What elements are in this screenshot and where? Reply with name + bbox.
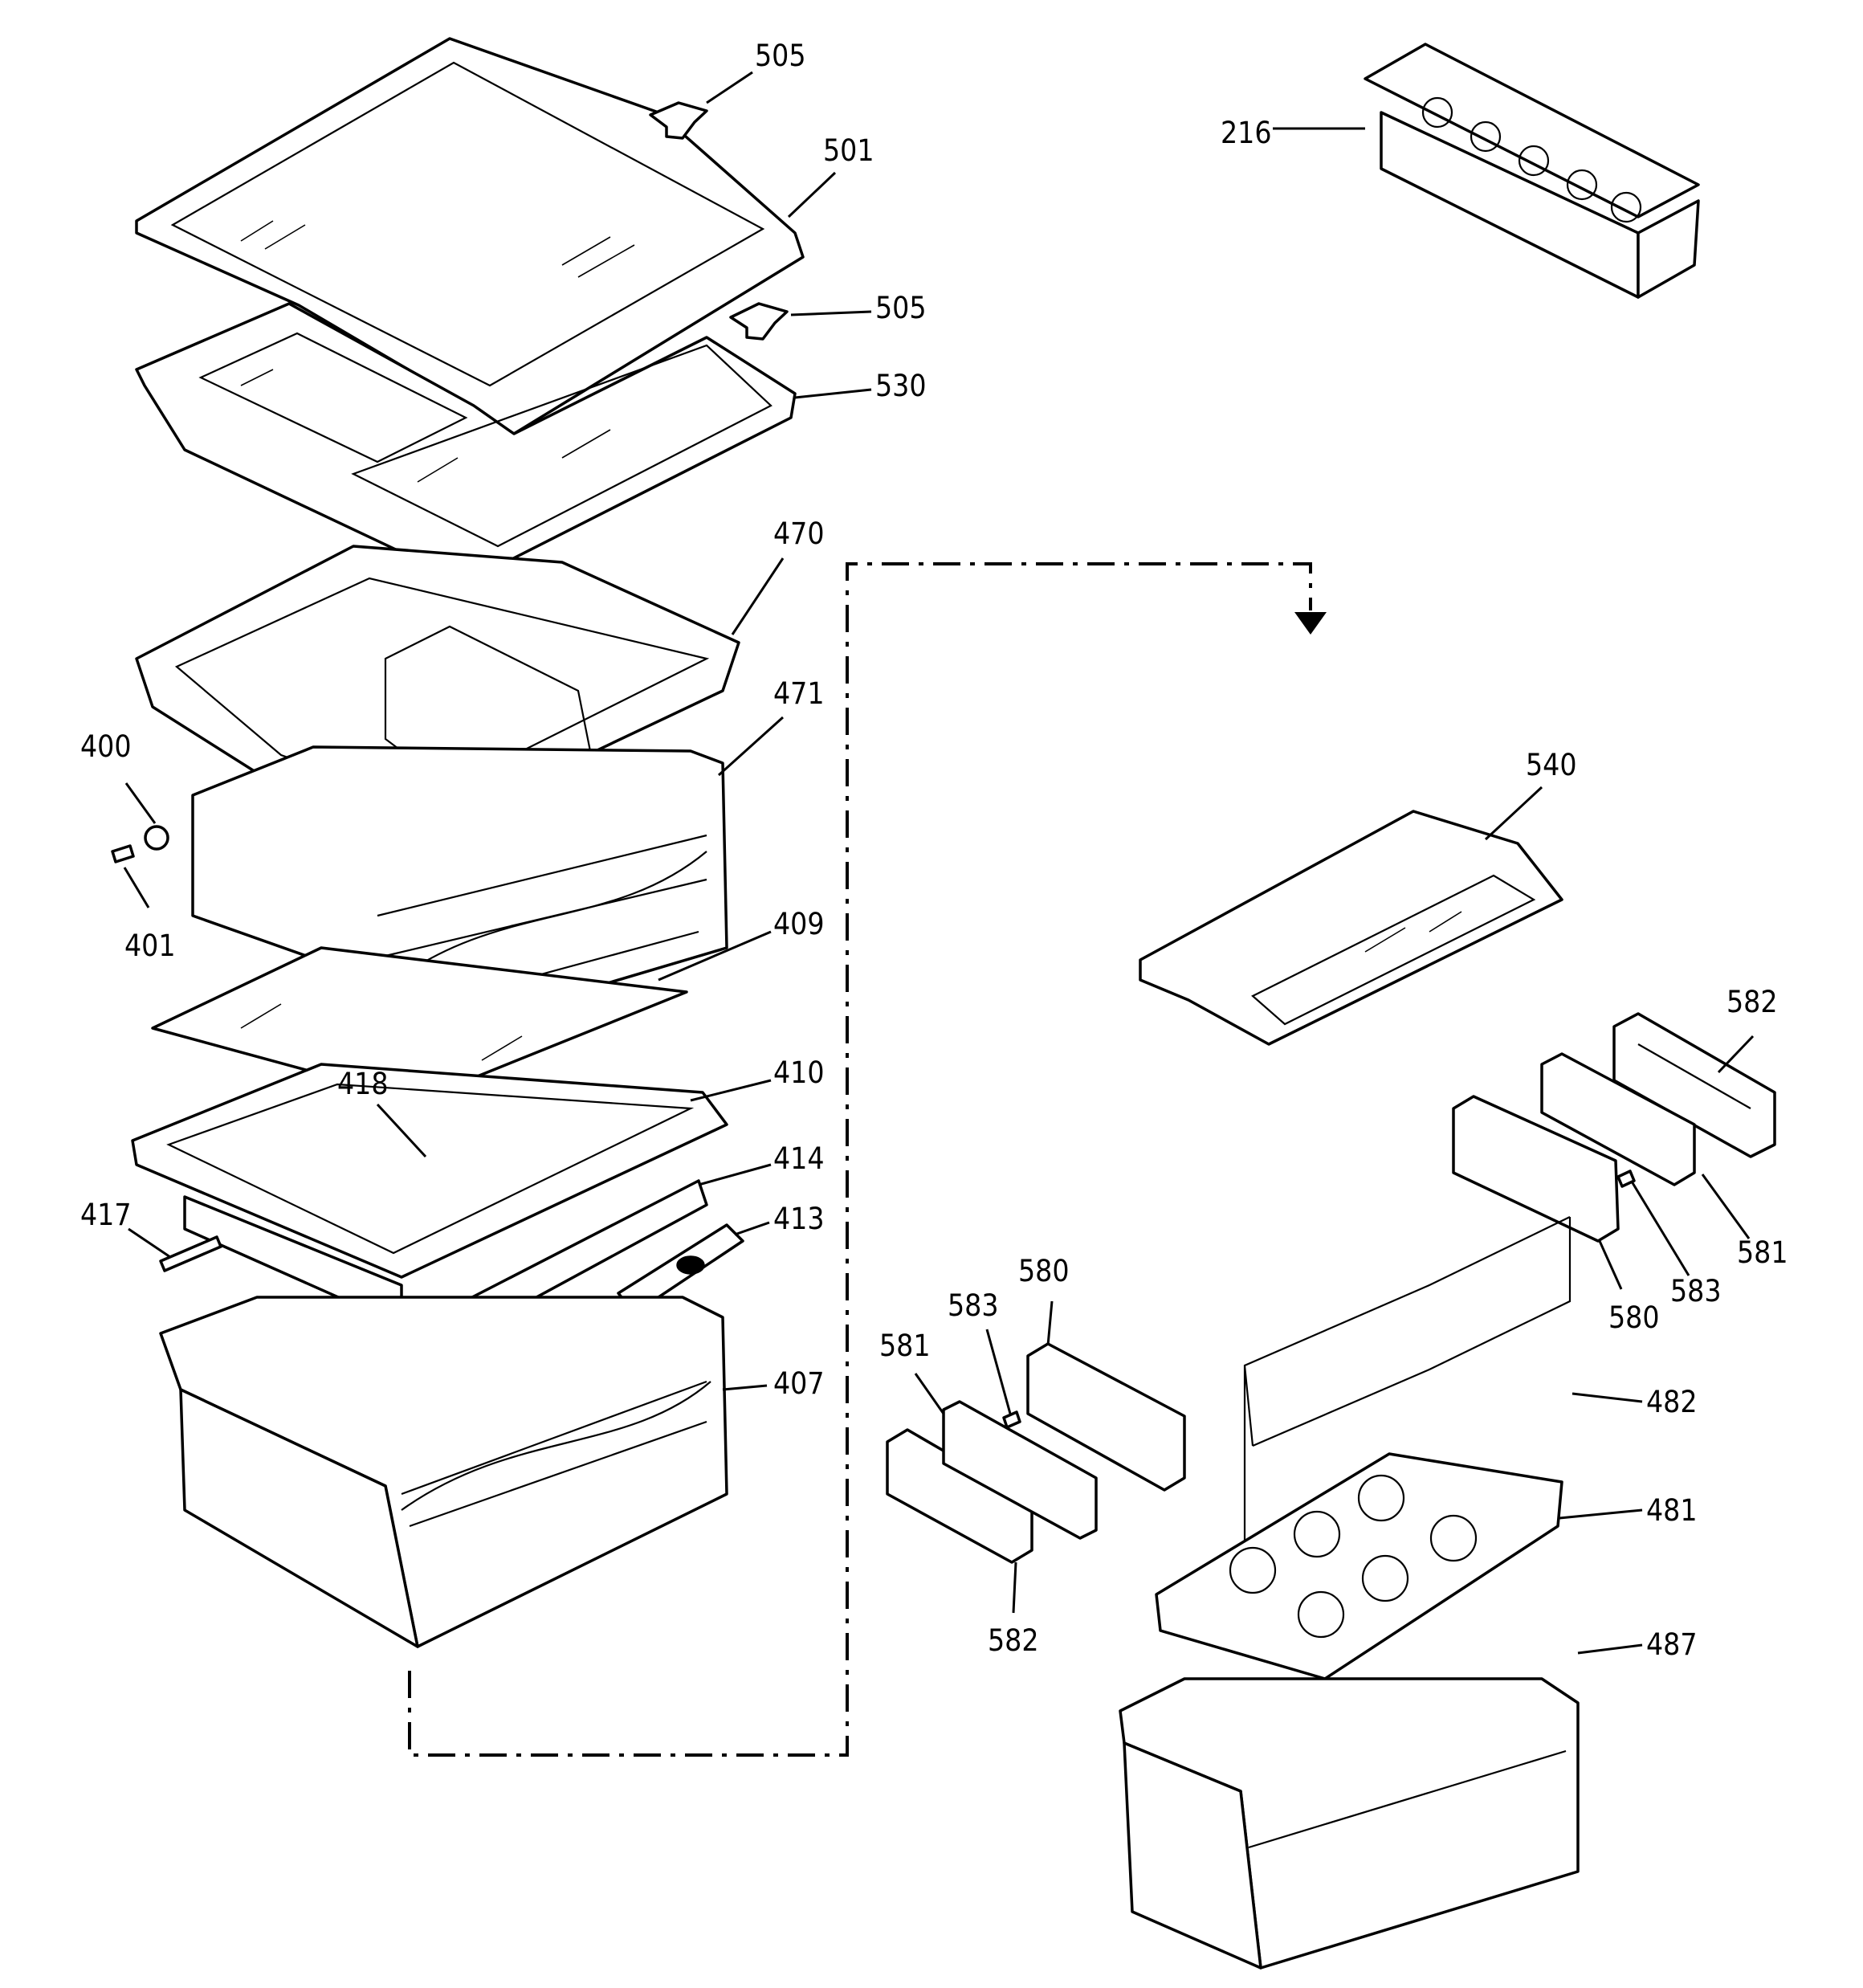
label-505-top: 505 [755, 39, 806, 73]
label-414: 414 [773, 1141, 825, 1176]
roller-400 [144, 825, 169, 851]
label-582-right: 582 [1726, 985, 1778, 1019]
label-580-right: 580 [1608, 1300, 1660, 1335]
label-470: 470 [773, 516, 825, 551]
screw-583-right [1616, 1170, 1636, 1188]
label-216: 216 [1221, 116, 1272, 150]
label-501: 501 [823, 133, 874, 168]
label-410: 410 [773, 1055, 825, 1090]
tray-216 [1364, 43, 1700, 299]
label-583-right: 583 [1670, 1274, 1722, 1308]
label-481: 481 [1646, 1493, 1698, 1528]
label-581-left: 581 [879, 1329, 931, 1363]
dash-route [408, 562, 1327, 1757]
label-482: 482 [1646, 1385, 1698, 1419]
drawer-471 [191, 745, 728, 1046]
insert-582-left [886, 1428, 1033, 1564]
drawer-407 [159, 1296, 728, 1648]
bracket-580-right [1452, 1095, 1620, 1243]
label-487: 487 [1646, 1627, 1698, 1662]
plate-581-left [942, 1400, 1098, 1540]
label-407: 407 [773, 1366, 825, 1401]
label-583-left: 583 [948, 1288, 999, 1323]
label-401: 401 [124, 929, 176, 963]
clip-505-mid [729, 302, 789, 341]
leader-lines [123, 71, 1755, 1655]
cover-540 [1139, 810, 1563, 1046]
rod-417 [159, 1235, 222, 1272]
label-417: 417 [80, 1198, 132, 1232]
label-400: 400 [80, 729, 132, 764]
label-413: 413 [773, 1202, 825, 1236]
label-530: 530 [875, 369, 927, 403]
screw-583-left [1002, 1410, 1021, 1429]
bin-481 [1155, 1452, 1563, 1680]
label-540: 540 [1526, 748, 1577, 782]
screw-401 [111, 844, 135, 863]
frame-410 [131, 1063, 728, 1327]
label-505-mid: 505 [875, 291, 927, 325]
wire-482 [1243, 1216, 1572, 1562]
label-582-left: 582 [988, 1623, 1039, 1658]
shelf-501 [135, 37, 805, 435]
plate-581-right [1540, 1052, 1696, 1186]
label-581-right: 581 [1737, 1235, 1788, 1270]
shelf-530 [135, 302, 797, 588]
clip-505-top [649, 101, 708, 140]
callout-labels: 505 501 505 530 216 470 471 400 401 409 … [80, 39, 1788, 1662]
label-471: 471 [773, 676, 825, 711]
drawer-487 [1119, 1677, 1580, 1970]
label-580-left: 580 [1018, 1254, 1070, 1288]
label-409: 409 [773, 907, 825, 941]
label-418: 418 [337, 1067, 389, 1101]
